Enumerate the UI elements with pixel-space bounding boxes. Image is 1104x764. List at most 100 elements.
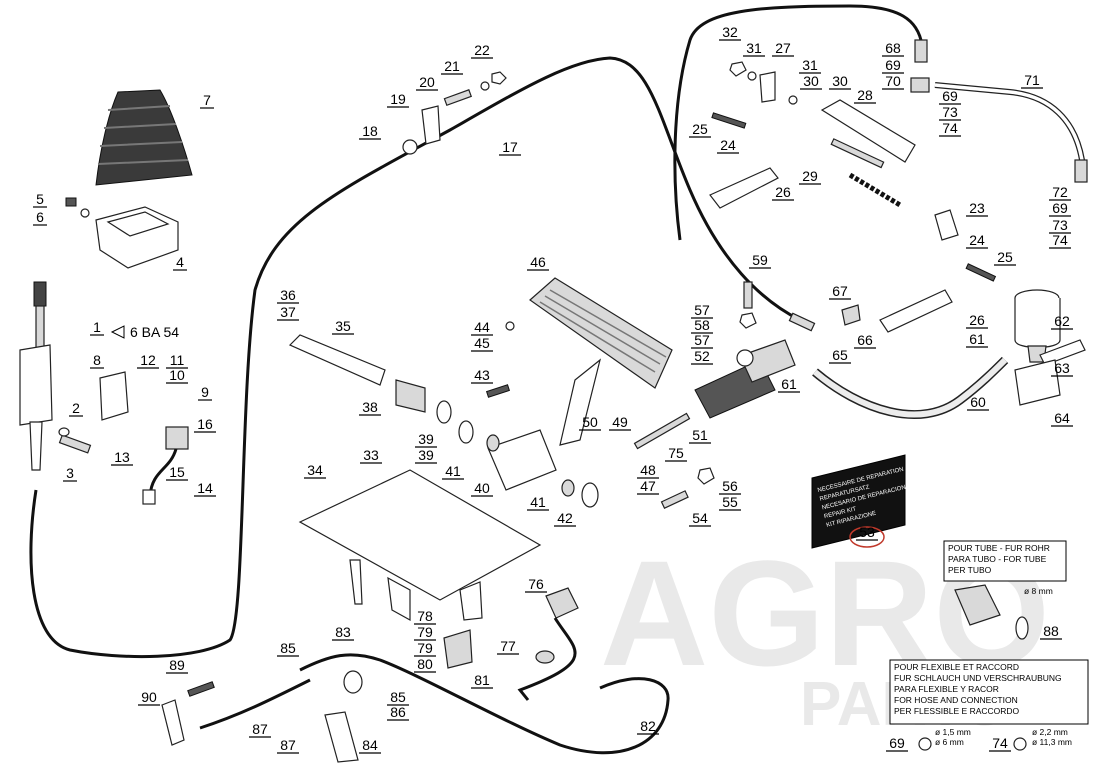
- callout-number: 85: [280, 640, 296, 656]
- callout-number: 3: [66, 465, 74, 481]
- fitting-27: [759, 71, 776, 103]
- hose-line-3: PARA FLEXIBLE Y RACOR: [894, 684, 999, 694]
- callout-number: 57: [694, 332, 710, 348]
- callout-c48: 48: [637, 462, 659, 479]
- callout-c33: 33: [360, 447, 382, 464]
- callout-c52: 52: [691, 348, 713, 365]
- strap-63: [1039, 339, 1086, 366]
- pedal-46: [487, 277, 673, 491]
- reference-label: 6 BA 54: [130, 324, 179, 340]
- callout-c78: 78: [414, 608, 436, 625]
- bolt-20: [443, 89, 473, 107]
- callout-c7: 7: [200, 92, 214, 109]
- callout-number: 87: [280, 737, 296, 753]
- callout-number: 53: [859, 524, 875, 540]
- callout-c40: 40: [471, 480, 493, 497]
- callout-c90: 90: [138, 689, 160, 706]
- callout-c36: 36: [277, 287, 299, 304]
- callout-c85b: 85: [387, 689, 409, 706]
- callout-c57a: 57: [691, 302, 713, 319]
- callout-c81: 81: [471, 672, 493, 689]
- callout-c87b: 87: [277, 737, 299, 754]
- info-box-tube: POUR TUBE - FUR ROHR PARA TUBO - FOR TUB…: [943, 540, 1067, 640]
- callout-c75: 75: [665, 445, 687, 462]
- nut-57: [739, 312, 757, 329]
- callout-number: 89: [169, 657, 185, 673]
- callout-c26b: 26: [966, 312, 988, 329]
- callout-c54: 54: [689, 510, 711, 527]
- callout-number: 62: [1054, 313, 1070, 329]
- dim-74-a: ø 2,2 mm: [1032, 727, 1068, 737]
- callout-c34: 34: [304, 462, 326, 479]
- callout-number: 72: [1052, 184, 1068, 200]
- callout-number: 74: [1052, 232, 1068, 248]
- callout-number: 21: [444, 58, 460, 74]
- callout-c61b: 61: [778, 376, 800, 393]
- bracket-19: [421, 105, 441, 145]
- callout-number: 73: [942, 104, 958, 120]
- switch-67: [841, 304, 861, 326]
- callout-number: 61: [969, 331, 985, 347]
- callout-number: 13: [114, 449, 130, 465]
- callout-c53: 53: [856, 524, 878, 541]
- callout-c20: 20: [416, 74, 438, 91]
- bushing-38: [395, 379, 426, 413]
- floor-plate-33: [298, 469, 542, 622]
- callout-number: 39: [418, 447, 434, 463]
- callout-number: 58: [694, 317, 710, 333]
- bracket-28: [820, 99, 916, 163]
- callout-c69a: 69: [882, 57, 904, 74]
- callout-labels: 1234567891011121314151617181920212223242…: [33, 24, 1073, 754]
- tube-line-2: PARA TUBO - FOR TUBE: [948, 554, 1047, 564]
- callout-number: 67: [832, 283, 848, 299]
- callout-c72: 72: [1049, 184, 1071, 201]
- callout-c24b: 24: [966, 232, 988, 249]
- callout-c38: 38: [359, 399, 381, 416]
- callout-number: 35: [335, 318, 351, 334]
- callout-c74b: 74: [1049, 232, 1071, 249]
- callout-c47: 47: [637, 478, 659, 495]
- washer-31: [747, 71, 757, 81]
- callout-c4: 4: [173, 254, 187, 271]
- callout-c63: 63: [1051, 360, 1073, 377]
- callout-c58: 58: [691, 317, 713, 334]
- cable-82: [299, 653, 670, 755]
- hose-60: [812, 356, 1009, 419]
- callout-number: 81: [474, 672, 490, 688]
- callout-c43: 43: [471, 367, 493, 384]
- callout-number: 90: [141, 689, 157, 705]
- callout-number: 17: [502, 139, 518, 155]
- lever-90: [161, 699, 185, 746]
- callout-c83: 83: [332, 624, 354, 641]
- callout-number: 12: [140, 352, 156, 368]
- callout-c5: 5: [33, 191, 47, 208]
- callout-c61a: 61: [966, 331, 988, 348]
- callout-c80: 80: [414, 656, 436, 673]
- tube-line-1: POUR TUBE - FUR ROHR: [948, 543, 1050, 553]
- ring-18: [402, 139, 418, 155]
- washer-30: [788, 95, 798, 105]
- callout-number: 64: [1054, 410, 1070, 426]
- spring-25a: [711, 112, 747, 129]
- callout-number: 26: [969, 312, 985, 328]
- callout-number: 23: [969, 200, 985, 216]
- callout-number: 56: [722, 478, 738, 494]
- callout-c82: 82: [637, 718, 659, 735]
- callout-c26a: 26: [772, 184, 794, 201]
- callout-number: 70: [885, 73, 901, 89]
- callout-number: 87: [252, 721, 268, 737]
- callout-number: 80: [417, 656, 433, 672]
- callout-c37: 37: [277, 304, 299, 321]
- bushing-41a: [486, 434, 500, 452]
- callout-c9: 9: [198, 384, 212, 401]
- callout-number: 88: [1043, 623, 1059, 639]
- callout-c39a: 39: [415, 431, 437, 448]
- callout-number: 42: [557, 510, 573, 526]
- callout-number: 10: [169, 367, 185, 383]
- callout-number: 51: [692, 427, 708, 443]
- rubber-boot-7: [95, 89, 193, 186]
- console-4: [95, 206, 179, 269]
- callout-c45: 45: [471, 335, 493, 352]
- connector-23: [934, 209, 959, 241]
- callout-number: 20: [419, 74, 435, 90]
